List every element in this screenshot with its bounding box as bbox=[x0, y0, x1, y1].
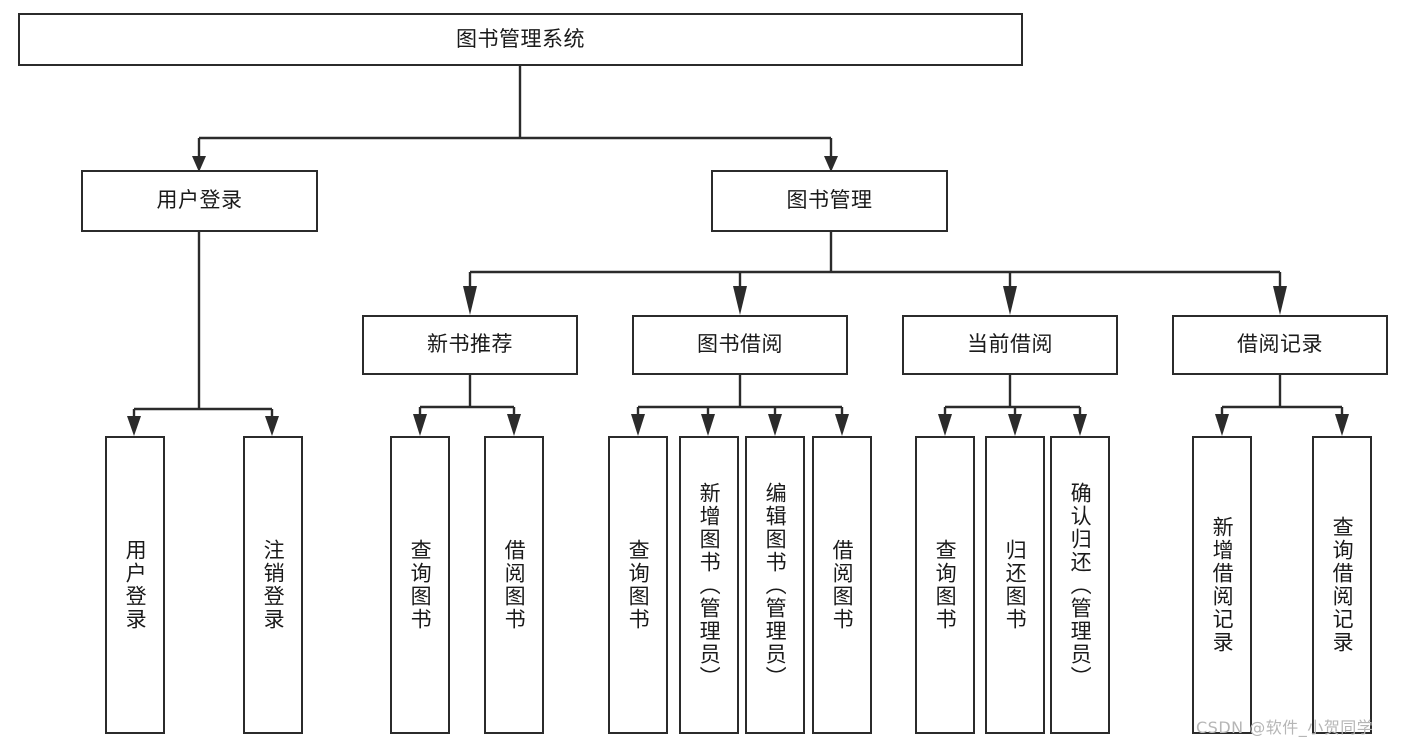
arrow-bb-leaf-4 bbox=[835, 414, 849, 436]
arrow-to-borrow-record bbox=[1273, 286, 1287, 315]
arrow-bb-leaf-3 bbox=[768, 414, 782, 436]
arrow-nbr-leaf-2 bbox=[507, 414, 521, 436]
leaf-return-book[interactable]: 归还图书 bbox=[985, 436, 1045, 734]
leaf-user-login[interactable]: 用户登录 bbox=[105, 436, 165, 734]
node-book-management-label: 图书管理 bbox=[786, 188, 873, 213]
node-book-borrow-label: 图书借阅 bbox=[697, 332, 783, 357]
leaf-query-book-2[interactable]: 查询图书 bbox=[608, 436, 668, 734]
leaf-query-book-2-label: 查询图书 bbox=[626, 539, 651, 631]
leaf-add-book[interactable]: 新增图书（管理员） bbox=[679, 436, 739, 734]
leaf-query-record-label: 查询借阅记录 bbox=[1330, 516, 1355, 654]
arrow-cb-leaf-2 bbox=[1008, 414, 1022, 436]
leaf-return-book-label: 归还图书 bbox=[1003, 539, 1028, 631]
leaf-edit-book-label: 编辑图书（管理员） bbox=[763, 481, 788, 689]
leaf-borrow-book-1-label: 借阅图书 bbox=[502, 539, 527, 631]
leaf-confirm-return[interactable]: 确认归还（管理员） bbox=[1050, 436, 1110, 734]
node-current-borrow[interactable]: 当前借阅 bbox=[902, 315, 1118, 375]
node-new-book-recommend-label: 新书推荐 bbox=[427, 332, 513, 357]
leaf-query-record[interactable]: 查询借阅记录 bbox=[1312, 436, 1372, 734]
csdn-watermark: CSDN @软件_小贺同学 bbox=[1196, 718, 1374, 737]
arrow-cb-leaf-3 bbox=[1073, 414, 1087, 436]
arrow-bb-leaf-2 bbox=[701, 414, 715, 436]
leaf-query-book-3-label: 查询图书 bbox=[933, 539, 958, 631]
leaf-borrow-book-2[interactable]: 借阅图书 bbox=[812, 436, 872, 734]
arrow-to-current-borrow bbox=[1003, 286, 1017, 315]
leaf-user-logout-label: 注销登录 bbox=[261, 539, 286, 631]
arrow-br-leaf-1 bbox=[1215, 414, 1229, 436]
arrow-br-leaf-2 bbox=[1335, 414, 1349, 436]
arrow-to-book-borrow bbox=[733, 286, 747, 315]
arrow-user-login-leaf-1 bbox=[127, 416, 141, 436]
leaf-query-book-1[interactable]: 查询图书 bbox=[390, 436, 450, 734]
leaf-confirm-return-label: 确认归还（管理员） bbox=[1068, 481, 1093, 689]
arrow-to-new-book-recommend bbox=[463, 286, 477, 315]
leaf-add-book-label: 新增图书（管理员） bbox=[697, 481, 722, 689]
arrow-cb-leaf-1 bbox=[938, 414, 952, 436]
arrow-nbr-leaf-1 bbox=[413, 414, 427, 436]
node-user-login-label: 用户登录 bbox=[156, 188, 243, 213]
node-new-book-recommend[interactable]: 新书推荐 bbox=[362, 315, 578, 375]
leaf-add-record[interactable]: 新增借阅记录 bbox=[1192, 436, 1252, 734]
node-user-login[interactable]: 用户登录 bbox=[81, 170, 318, 232]
leaf-query-book-1-label: 查询图书 bbox=[408, 539, 433, 631]
node-borrow-record[interactable]: 借阅记录 bbox=[1172, 315, 1388, 375]
node-book-management[interactable]: 图书管理 bbox=[711, 170, 948, 232]
node-root[interactable]: 图书管理系统 bbox=[18, 13, 1023, 66]
leaf-edit-book[interactable]: 编辑图书（管理员） bbox=[745, 436, 805, 734]
leaf-query-book-3[interactable]: 查询图书 bbox=[915, 436, 975, 734]
leaf-borrow-book-1[interactable]: 借阅图书 bbox=[484, 436, 544, 734]
leaf-user-logout[interactable]: 注销登录 bbox=[243, 436, 303, 734]
arrow-user-login-leaf-2 bbox=[265, 416, 279, 436]
node-borrow-record-label: 借阅记录 bbox=[1237, 332, 1323, 357]
leaf-add-record-label: 新增借阅记录 bbox=[1210, 516, 1235, 654]
arrow-bb-leaf-1 bbox=[631, 414, 645, 436]
node-current-borrow-label: 当前借阅 bbox=[967, 332, 1053, 357]
node-book-borrow[interactable]: 图书借阅 bbox=[632, 315, 848, 375]
node-root-label: 图书管理系统 bbox=[456, 26, 585, 51]
leaf-user-login-label: 用户登录 bbox=[123, 539, 148, 631]
leaf-borrow-book-2-label: 借阅图书 bbox=[830, 539, 855, 631]
